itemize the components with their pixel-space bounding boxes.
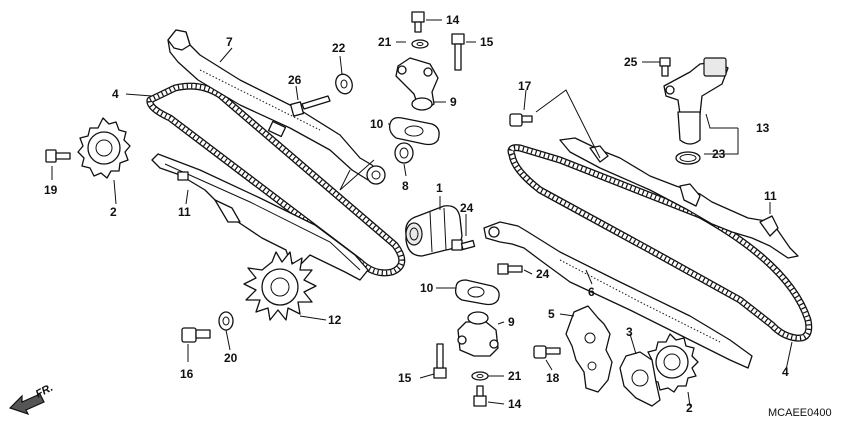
callout-16: 16 — [180, 367, 194, 381]
lower-tensioner-lifter — [457, 311, 499, 357]
callout-8: 8 — [402, 179, 409, 193]
callout-13: 13 — [756, 121, 770, 135]
o-ring-23 — [675, 151, 701, 165]
callout-24-upper: 24 — [460, 201, 474, 215]
callout-5: 5 — [548, 307, 555, 321]
callout-26: 26 — [288, 73, 302, 87]
callout-24-lower: 24 — [536, 267, 550, 281]
bolt-16 — [181, 327, 211, 343]
left-cam-sprocket — [77, 117, 131, 179]
callout-7: 7 — [226, 35, 233, 49]
cam-position-sensor — [663, 57, 729, 145]
drive-sprocket — [405, 205, 463, 257]
bolt-24-upper — [451, 239, 476, 251]
callout-23: 23 — [712, 147, 726, 161]
callout-22: 22 — [332, 41, 346, 55]
leader-lines — [51, 19, 793, 407]
upper-gasket — [388, 116, 440, 146]
right-cam-sprocket — [645, 333, 699, 393]
callout-1: 1 — [436, 181, 443, 195]
washer-22 — [335, 73, 353, 95]
callout-21-lower: 21 — [508, 369, 522, 383]
diagram-code: MCAEE0400 — [768, 407, 832, 419]
front-direction-arrow: FR. — [8, 382, 55, 416]
left-cam-chain — [146, 82, 406, 277]
front-direction-label: FR. — [34, 382, 55, 401]
callout-2-left: 2 — [110, 205, 117, 219]
callout-15-upper: 15 — [480, 35, 494, 49]
right-cam-chain — [507, 144, 813, 342]
callout-25: 25 — [624, 55, 638, 69]
washer-20 — [218, 311, 234, 331]
left-chain-guide — [151, 153, 369, 281]
callout-3: 3 — [626, 325, 633, 339]
right-tensioner-arm — [483, 221, 753, 369]
callout-17: 17 — [518, 79, 532, 93]
lower-gasket — [454, 279, 500, 306]
pulser-rotor — [243, 251, 317, 321]
callout-2-right: 2 — [686, 401, 693, 415]
bolt-19 — [45, 149, 71, 163]
left-tensioner-arm — [167, 29, 386, 185]
reluctor-plate — [619, 351, 661, 407]
callout-9-upper: 9 — [450, 95, 457, 109]
callout-4-right: 4 — [782, 365, 789, 379]
callout-14-lower: 14 — [508, 397, 522, 411]
callout-10-upper: 10 — [370, 117, 384, 131]
callout-14-upper: 14 — [446, 13, 460, 27]
callout-21-upper: 21 — [378, 35, 392, 49]
lower-washer-21 — [471, 371, 489, 381]
callout-12: 12 — [328, 313, 342, 327]
callout-11-right: 11 — [764, 189, 777, 203]
callout-15-lower: 15 — [398, 371, 412, 385]
callout-4-left: 4 — [112, 87, 119, 101]
callout-labels: 14 21 15 7 22 26 9 10 8 4 19 2 11 1 24 2… — [44, 13, 789, 415]
callout-6: 6 — [588, 285, 595, 299]
bolt-26 — [289, 95, 331, 117]
right-chain-guide — [559, 137, 799, 259]
bolt-18 — [533, 345, 561, 359]
bolt-24-lower — [497, 263, 523, 275]
bolt-17 — [509, 113, 533, 127]
lower-bolt-14 — [473, 385, 487, 407]
callout-11-left: 11 — [178, 205, 191, 219]
upper-tensioner-lifter — [395, 57, 439, 111]
seal-8 — [394, 142, 414, 164]
callout-20: 20 — [224, 351, 238, 365]
callout-19: 19 — [44, 183, 58, 197]
upper-bolt-14 — [411, 11, 425, 33]
cam-plate — [565, 305, 613, 393]
upper-washer-21 — [411, 39, 429, 49]
callout-9-lower: 9 — [508, 315, 515, 329]
callout-10-lower: 10 — [420, 281, 434, 295]
callout-18: 18 — [546, 371, 560, 385]
bolt-25 — [659, 57, 671, 77]
lower-bolt-15 — [433, 343, 447, 379]
upper-bolt-15 — [451, 33, 465, 71]
